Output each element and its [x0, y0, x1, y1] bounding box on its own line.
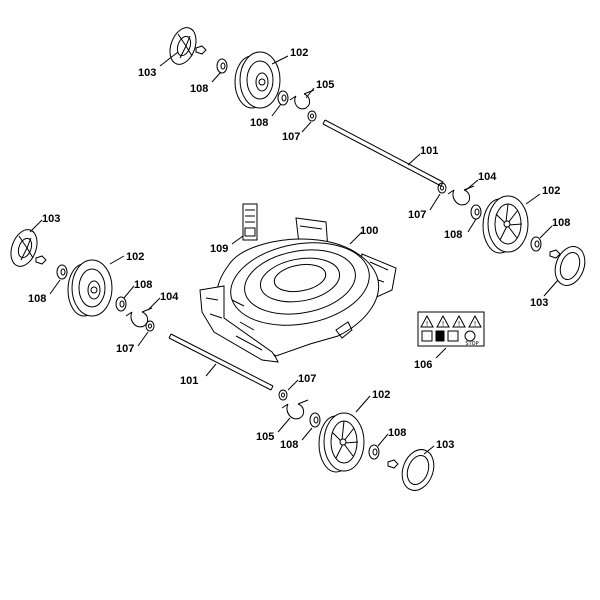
leader-lines: [29, 51, 559, 455]
hubcap-left: [6, 226, 46, 270]
svg-text:!: !: [426, 320, 429, 328]
mower-deck: [200, 218, 396, 362]
svg-text:!: !: [442, 320, 445, 328]
label-103-left-hubcap: 103: [42, 213, 60, 225]
svg-text:!: !: [474, 320, 477, 328]
label-106-decal: 106: [414, 359, 432, 371]
warning-decal-106: ! ! ! ! STOP: [418, 312, 484, 347]
label-102-right-wheel: 102: [542, 185, 560, 197]
hubcap-top: [165, 24, 206, 68]
part-labels: 103 108 102 105 108 107 101 104 107 102 …: [28, 47, 570, 451]
label-108-bottom-outer-nut: 108: [388, 427, 406, 439]
label-108-top-nut: 108: [190, 83, 208, 95]
clip-104-left: [126, 308, 152, 327]
label-108-left-inner-nut: 108: [134, 279, 152, 291]
label-108-right-inner-nut: 108: [444, 229, 462, 241]
label-105-top-clip: 105: [316, 79, 334, 91]
label-102-bottom-wheel: 102: [372, 389, 390, 401]
nut-108-c: [471, 205, 481, 219]
label-103-right-hubcap: 103: [530, 297, 548, 309]
washer-107-c: [146, 321, 154, 331]
label-103-bottom-hubcap: 103: [436, 439, 454, 451]
nut-108-b: [278, 91, 288, 105]
label-104-left-clip: 104: [160, 291, 179, 303]
nut-108-f: [116, 297, 126, 311]
wheel-bottom: [319, 413, 364, 472]
nut-108-e: [57, 265, 67, 279]
label-strip-109: [243, 204, 257, 240]
label-102-top-wheel: 102: [290, 47, 308, 59]
nut-108-d: [531, 237, 541, 251]
wheel-mid-right: [483, 196, 528, 253]
svg-text:!: !: [458, 320, 461, 328]
label-100-deck: 100: [360, 225, 378, 237]
label-108-bottom-inner-nut: 108: [280, 439, 298, 451]
nut-108-a: [217, 59, 227, 73]
washer-107-d: [279, 390, 287, 400]
label-107-bottom-washer: 107: [298, 373, 316, 385]
label-103-top: 103: [138, 67, 156, 79]
clip-104-right: [448, 186, 474, 205]
label-107-right-washer: 107: [408, 209, 426, 221]
label-108-top-rear-nut: 108: [250, 117, 268, 129]
label-107-left-washer: 107: [116, 343, 134, 355]
label-109-strip: 109: [210, 243, 228, 255]
label-107-top-washer: 107: [282, 131, 300, 143]
label-101-rear-axle: 101: [420, 145, 438, 157]
label-105-bottom-clip: 105: [256, 431, 274, 443]
clip-105-bottom: [282, 400, 308, 419]
washer-107-b: [438, 183, 446, 193]
decal-stop-text: STOP: [465, 341, 478, 347]
label-108-left-outer-nut: 108: [28, 293, 46, 305]
label-108-right-outer-nut: 108: [552, 217, 570, 229]
nut-108-g: [310, 413, 320, 427]
axle-front: [169, 334, 273, 390]
label-102-left-wheel: 102: [126, 251, 144, 263]
label-101-front-axle: 101: [180, 375, 198, 387]
washer-107-a: [308, 111, 316, 121]
nut-108-h: [369, 445, 379, 459]
wheel-top-left: [235, 52, 280, 108]
wheel-mid-left: [68, 260, 112, 316]
hubcap-bottom: [388, 445, 439, 495]
hubcap-right: [550, 242, 590, 289]
label-104-right-clip: 104: [478, 171, 497, 183]
